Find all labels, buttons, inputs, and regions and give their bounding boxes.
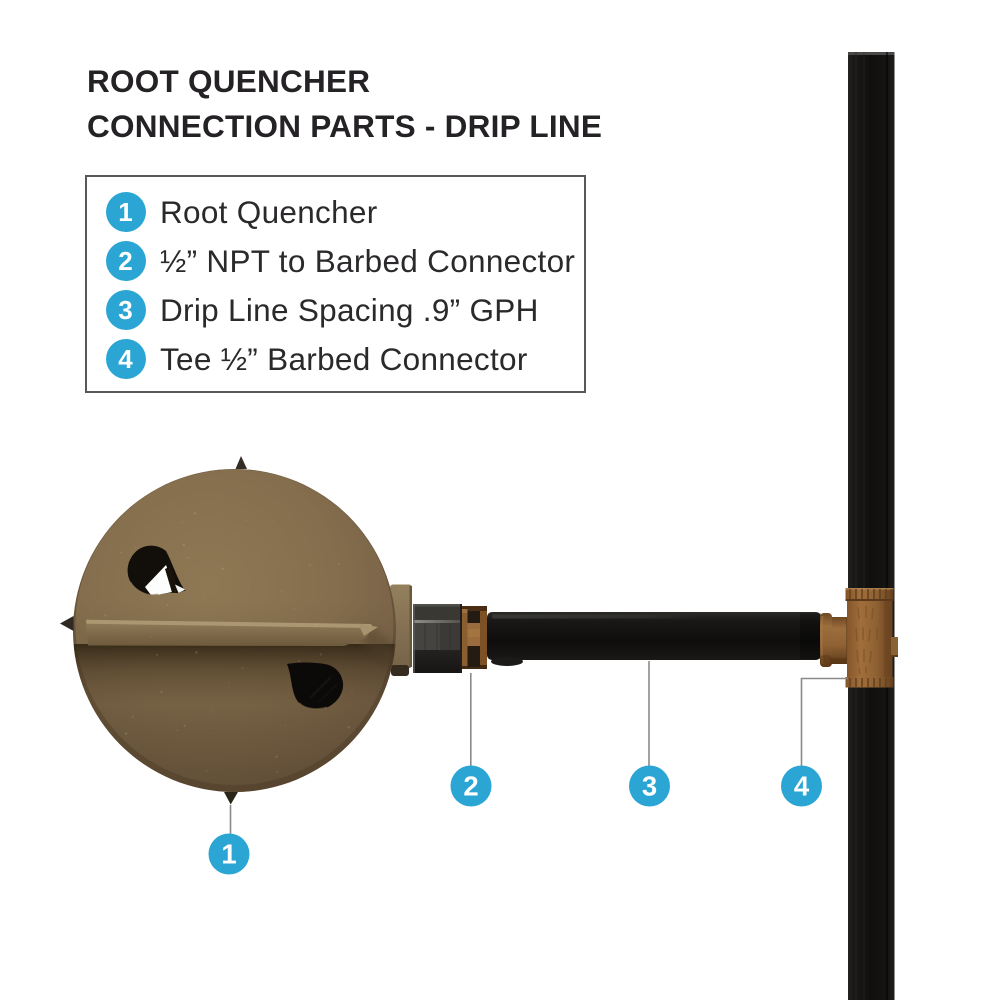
svg-text:4: 4 — [794, 771, 810, 802]
svg-text:1: 1 — [221, 839, 236, 870]
svg-text:3: 3 — [642, 771, 657, 802]
svg-text:2: 2 — [463, 771, 478, 802]
